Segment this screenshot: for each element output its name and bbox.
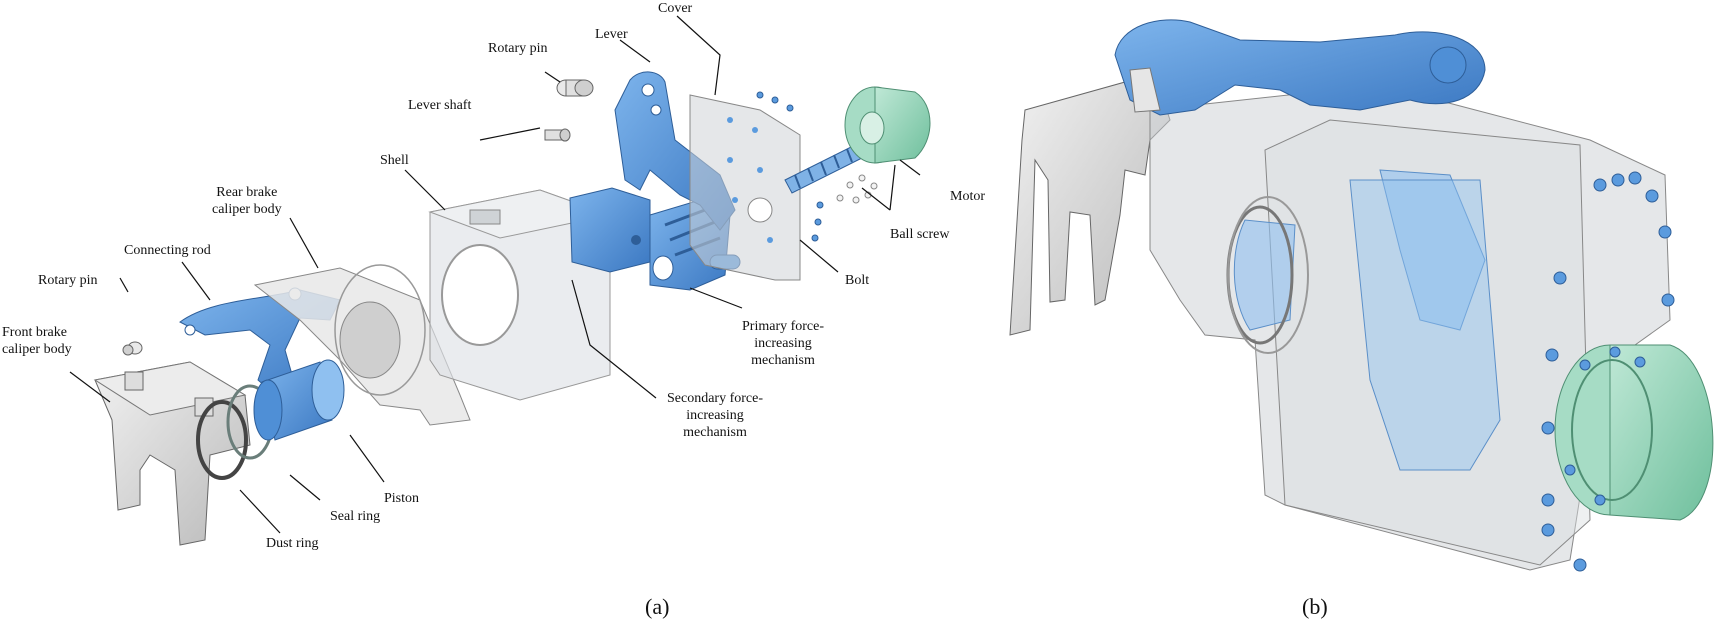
label-seal-ring: Seal ring <box>330 509 381 524</box>
label-primary-line3: mechanism <box>751 353 815 368</box>
label-rotary-pin-left: Rotary pin <box>38 273 98 288</box>
front-brake-caliper-body <box>93 361 251 546</box>
caption-b: (b) <box>1302 594 1328 619</box>
label-rotary-pin-top: Rotary pin <box>488 41 548 56</box>
label-rear-brake-caliper-body: Rear brake caliper body <box>212 184 282 218</box>
lever-shaft <box>544 128 571 142</box>
label-secondary-line2: increasing <box>686 408 744 423</box>
dust-ring <box>196 400 248 480</box>
label-front-brake-line1: Front brake <box>2 325 67 340</box>
label-rear-brake-line2: caliper body <box>212 202 282 217</box>
caption-a: (a) <box>645 594 670 619</box>
label-lever: Lever <box>595 27 628 42</box>
label-bolt: Bolt <box>845 273 870 288</box>
bolts <box>756 91 824 242</box>
label-lever-shaft: Lever shaft <box>408 98 472 113</box>
label-primary-line2: increasing <box>754 336 812 351</box>
label-secondary-force-mechanism: Secondary force- increasing mechanism <box>667 390 763 441</box>
leader-lines <box>69 15 921 534</box>
label-primary-force-mechanism: Primary force- increasing mechanism <box>742 318 824 369</box>
shell <box>428 189 612 401</box>
label-secondary-line1: Secondary force- <box>667 391 764 406</box>
label-front-brake-line2: caliper body <box>2 342 72 357</box>
rotary-pin-top <box>556 79 594 97</box>
label-cover: Cover <box>658 1 693 16</box>
piston <box>253 359 345 441</box>
secondary-force-mechanism <box>569 187 651 273</box>
label-primary-line1: Primary force- <box>742 319 825 334</box>
motor <box>844 86 931 164</box>
rear-brake-caliper-body <box>253 264 471 426</box>
label-motor: Motor <box>950 189 985 204</box>
label-ball-screw: Ball screw <box>890 227 950 242</box>
label-shell: Shell <box>380 153 409 168</box>
rotary-pin-left <box>122 341 143 356</box>
label-front-brake-caliper-body: Front brake caliper body <box>2 324 72 358</box>
label-dust-ring: Dust ring <box>266 536 319 551</box>
label-rear-brake-line1: Rear brake <box>216 185 278 200</box>
label-connecting-rod: Connecting rod <box>124 243 211 258</box>
cover <box>689 94 801 281</box>
assembled-caliper <box>1009 19 1714 572</box>
label-secondary-line3: mechanism <box>683 425 747 440</box>
label-piston: Piston <box>384 491 420 506</box>
